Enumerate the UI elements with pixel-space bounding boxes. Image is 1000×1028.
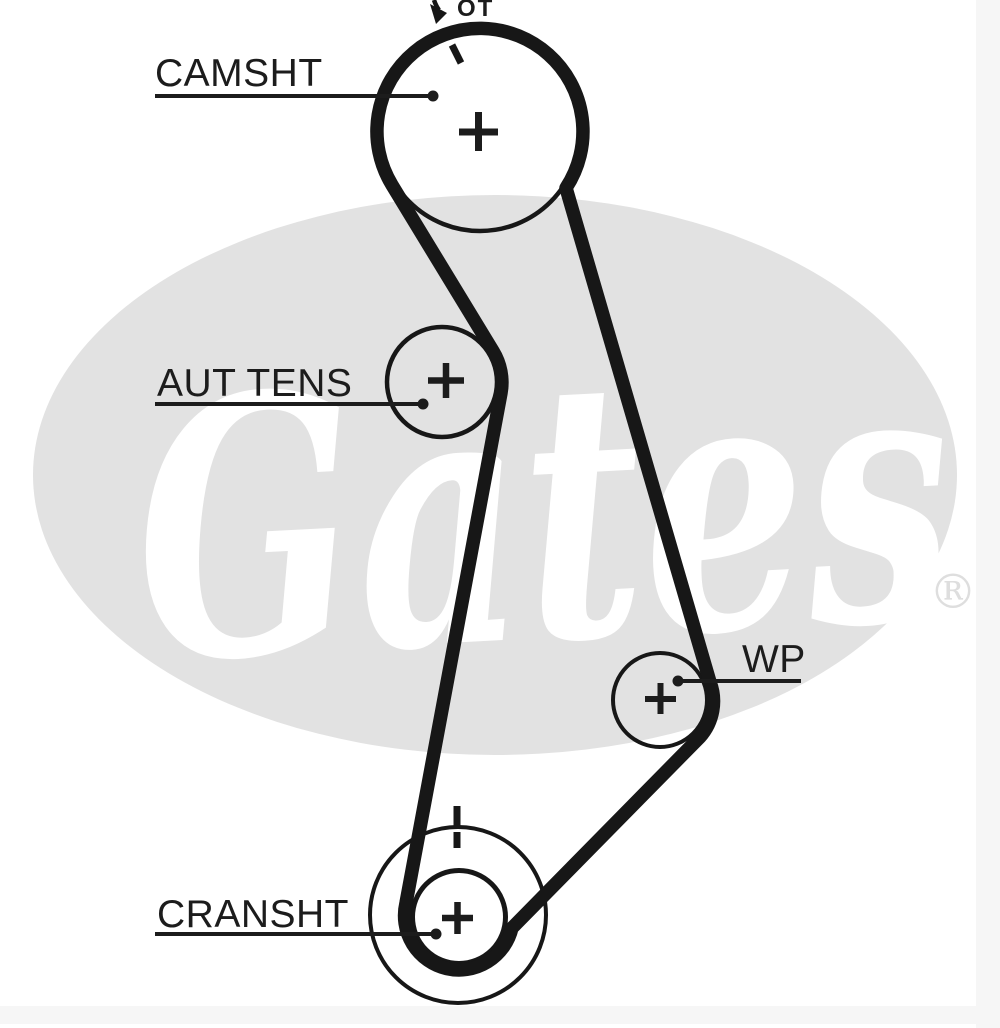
crankshaft-center-cross [442, 902, 473, 934]
crankshaft-label: CRANSHT [157, 893, 349, 936]
tensioner-label: AUT TENS [157, 362, 352, 405]
camshaft-timing-tick [448, 43, 465, 65]
ot-timing-mark-label: OT [457, 0, 494, 22]
water-pump-label: WP [742, 638, 806, 681]
water-pump-center-cross [645, 683, 676, 714]
crankshaft-outer-circle [368, 825, 548, 1005]
camshaft-center-cross [459, 112, 498, 151]
timing-belt-path [370, 21, 721, 977]
crankshaft-leader [155, 928, 442, 940]
tensioner-leader-dot [417, 398, 429, 410]
bottom-edge-strip [0, 1006, 1000, 1024]
camshaft-leader [155, 90, 439, 102]
water-pump-leader [672, 675, 801, 687]
water-pump-leader-dot [672, 675, 684, 687]
right-edge-strip [976, 0, 1000, 1028]
camshaft-label: CAMSHT [155, 52, 323, 95]
gates-watermark: Gates ® [33, 195, 977, 755]
tensioner-leader [155, 398, 429, 410]
tensioner-center-cross [428, 363, 464, 398]
watermark-brand-text: Gates [125, 284, 961, 743]
registered-trademark-icon: ® [929, 564, 977, 620]
camshaft-leader-dot [427, 90, 439, 102]
crankshaft-leader-dot [430, 928, 442, 940]
ot-arrow-icon [430, 0, 447, 24]
ot-arrowhead [430, 4, 447, 24]
watermark-oval [33, 195, 957, 755]
